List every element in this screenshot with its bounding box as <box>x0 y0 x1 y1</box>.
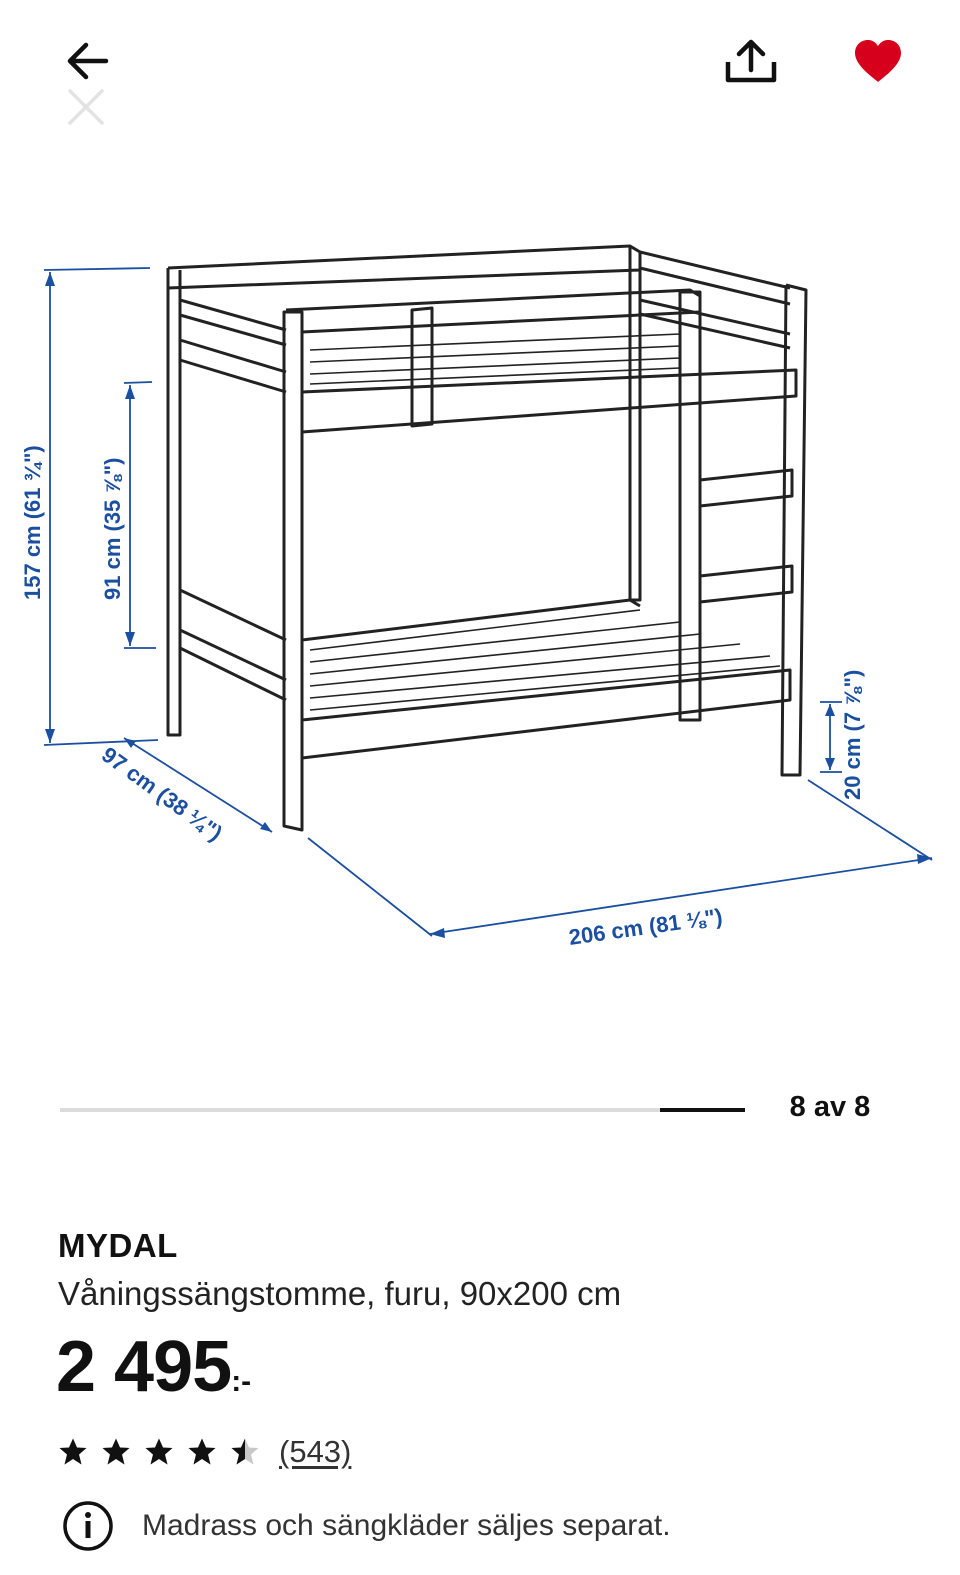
lower-slats <box>309 609 781 711</box>
dimension-lines <box>43 267 933 938</box>
close-icon[interactable] <box>64 86 108 128</box>
dim-depth: 97 cm (38 ¼") <box>97 742 227 846</box>
info-icon <box>63 1501 113 1551</box>
arrow-left-icon[interactable] <box>62 38 112 84</box>
product-description: Våningssängstomme, furu, 90x200 cm <box>58 1275 622 1312</box>
product-dimension-image: 157 cm (61 ¾") 91 cm (35 ⅞") 97 cm (38 ¼… <box>20 244 933 950</box>
price-suffix: :- <box>231 1365 252 1398</box>
star-icon <box>231 1438 259 1465</box>
upper-slats <box>309 333 681 385</box>
price-value: 2 495 <box>56 1327 232 1407</box>
gallery-pager: 8 av 8 <box>789 1091 871 1123</box>
product-price: 2 495:- <box>56 1326 251 1408</box>
star-icon <box>102 1438 130 1465</box>
star-icon <box>145 1438 173 1465</box>
dim-under-bed: 20 cm (7 ⅞") <box>840 670 865 800</box>
heart-filled-icon[interactable] <box>852 38 904 84</box>
gallery-progress-track[interactable] <box>60 1108 745 1112</box>
dim-lower-height: 91 cm (35 ⅞") <box>100 457 125 600</box>
share-icon[interactable] <box>722 38 780 86</box>
dim-length: 206 cm (81 ⅛") <box>567 904 724 950</box>
review-count-link[interactable]: (543) <box>279 1434 352 1469</box>
bunk-bed-drawing <box>166 244 808 832</box>
star-icon <box>59 1438 87 1465</box>
product-rating[interactable]: (543) <box>58 1432 351 1472</box>
notice-text: Madrass och sängkläder säljes separat. <box>142 1509 671 1542</box>
dim-total-height: 157 cm (61 ¾") <box>20 445 45 600</box>
notice-row: Madrass och sängkläder säljes separat. <box>62 1500 671 1552</box>
product-name: MYDAL <box>58 1227 178 1264</box>
rating-stars <box>58 1437 273 1467</box>
star-icon <box>188 1438 216 1465</box>
gallery-progress-thumb <box>660 1108 745 1112</box>
